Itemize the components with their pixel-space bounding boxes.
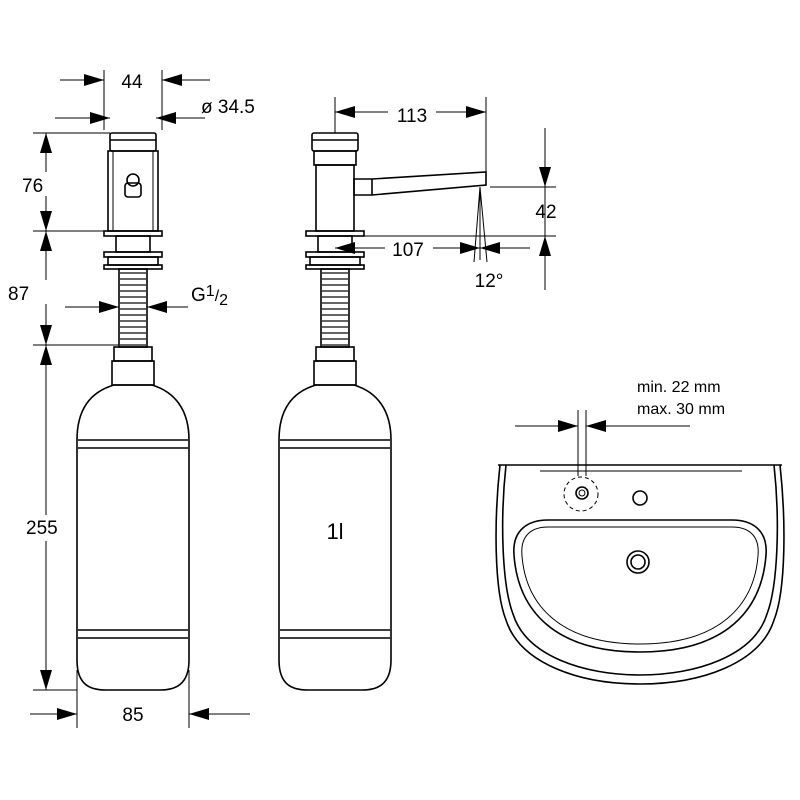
thread-prefix: G [191, 285, 206, 306]
dim-diameter-label: ø 34.5 [201, 97, 255, 118]
dim-spout-angle-label: 12° [475, 271, 504, 292]
dim-width-bottle: 85 [30, 670, 250, 728]
dim-spout-length: 113 [334, 97, 487, 172]
dim-width-top-label: 44 [121, 72, 143, 93]
basin-note: min. 22 mm max. 30 mm [637, 379, 725, 418]
dim-width-bottle-label: 85 [122, 705, 143, 726]
side-view: 1l [278, 132, 487, 691]
dim-basin-thickness [515, 410, 690, 476]
dim-height-shank-label: 87 [8, 284, 29, 305]
dim-spout-length-label: 113 [397, 106, 427, 127]
bottle-volume-label: 1l [326, 519, 343, 544]
dim-thread: G1/2 [65, 283, 228, 313]
dim-spout-reach-label: 107 [392, 240, 424, 261]
svg-text:G1/2: G1/2 [191, 283, 228, 309]
dim-spout-angle: 12° [473, 186, 504, 292]
dim-vertical-chain: 76 87 255 [8, 132, 119, 691]
thread-num: 1 [206, 283, 215, 300]
dim-width-top: 44 [60, 70, 210, 130]
dim-spout-height-label: 42 [535, 202, 556, 223]
dim-height-bottle-label: 255 [26, 518, 58, 539]
dim-spout-reach: 107 [335, 187, 530, 261]
dim-spout-height: 42 [364, 128, 557, 290]
basin-drawing [495, 464, 785, 685]
basin-min-label: min. 22 mm [637, 379, 721, 396]
basin-max-label: max. 30 mm [637, 401, 725, 418]
thread-den: 2 [219, 292, 228, 309]
dim-height-head-label: 76 [22, 176, 43, 197]
dim-diameter: ø 34.5 [55, 97, 255, 124]
front-view [76, 132, 190, 691]
